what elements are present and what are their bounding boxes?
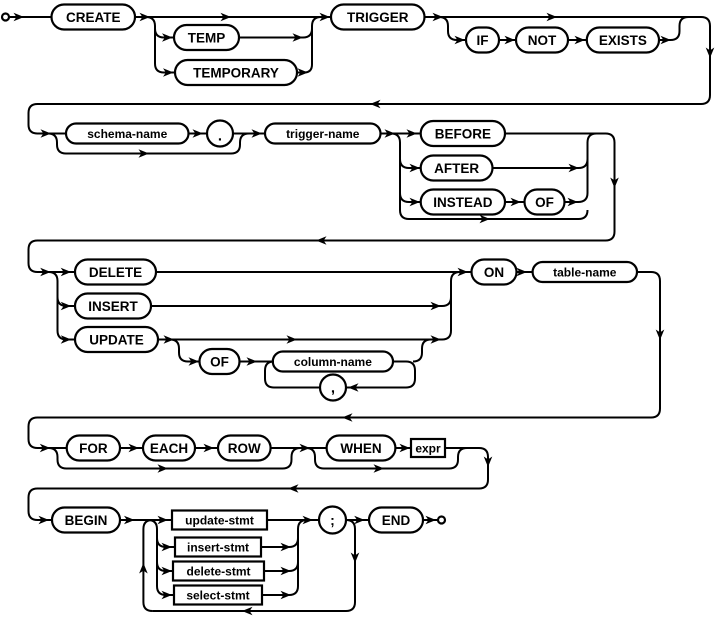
svg-text:INSTEAD: INSTEAD <box>433 195 493 210</box>
svg-text:DELETE: DELETE <box>89 265 142 280</box>
svg-text:.: . <box>218 128 222 145</box>
svg-text:delete-stmt: delete-stmt <box>186 564 250 578</box>
svg-text:TRIGGER: TRIGGER <box>347 10 409 25</box>
svg-text:BEFORE: BEFORE <box>435 126 491 141</box>
svg-text:AFTER: AFTER <box>434 161 479 176</box>
svg-text:select-stmt: select-stmt <box>186 588 249 602</box>
svg-text:NOT: NOT <box>528 33 557 48</box>
svg-text:schema-name: schema-name <box>87 127 167 141</box>
svg-text:IF: IF <box>477 33 489 48</box>
svg-text:OF: OF <box>535 195 554 210</box>
svg-text:EACH: EACH <box>150 441 188 456</box>
svg-text:,: , <box>331 380 335 397</box>
svg-text:column-name: column-name <box>294 355 372 369</box>
svg-text:insert-stmt: insert-stmt <box>187 540 249 554</box>
svg-text:TEMP: TEMP <box>188 30 226 45</box>
svg-text:BEGIN: BEGIN <box>65 513 108 528</box>
svg-text:update-stmt: update-stmt <box>185 513 254 527</box>
svg-text:OF: OF <box>210 354 229 369</box>
svg-text:FOR: FOR <box>79 441 108 456</box>
svg-text:END: END <box>382 513 411 528</box>
svg-text:INSERT: INSERT <box>88 299 138 314</box>
svg-text:table-name: table-name <box>553 265 617 279</box>
svg-text:;: ; <box>330 512 335 528</box>
svg-text:ROW: ROW <box>228 441 261 456</box>
svg-text:trigger-name: trigger-name <box>286 127 360 141</box>
svg-text:expr: expr <box>415 441 441 455</box>
svg-text:WHEN: WHEN <box>340 441 381 456</box>
svg-text:UPDATE: UPDATE <box>89 332 144 347</box>
svg-text:TEMPORARY: TEMPORARY <box>193 65 279 80</box>
svg-text:ON: ON <box>484 265 504 280</box>
svg-text:EXISTS: EXISTS <box>599 33 647 48</box>
svg-text:CREATE: CREATE <box>66 10 121 25</box>
